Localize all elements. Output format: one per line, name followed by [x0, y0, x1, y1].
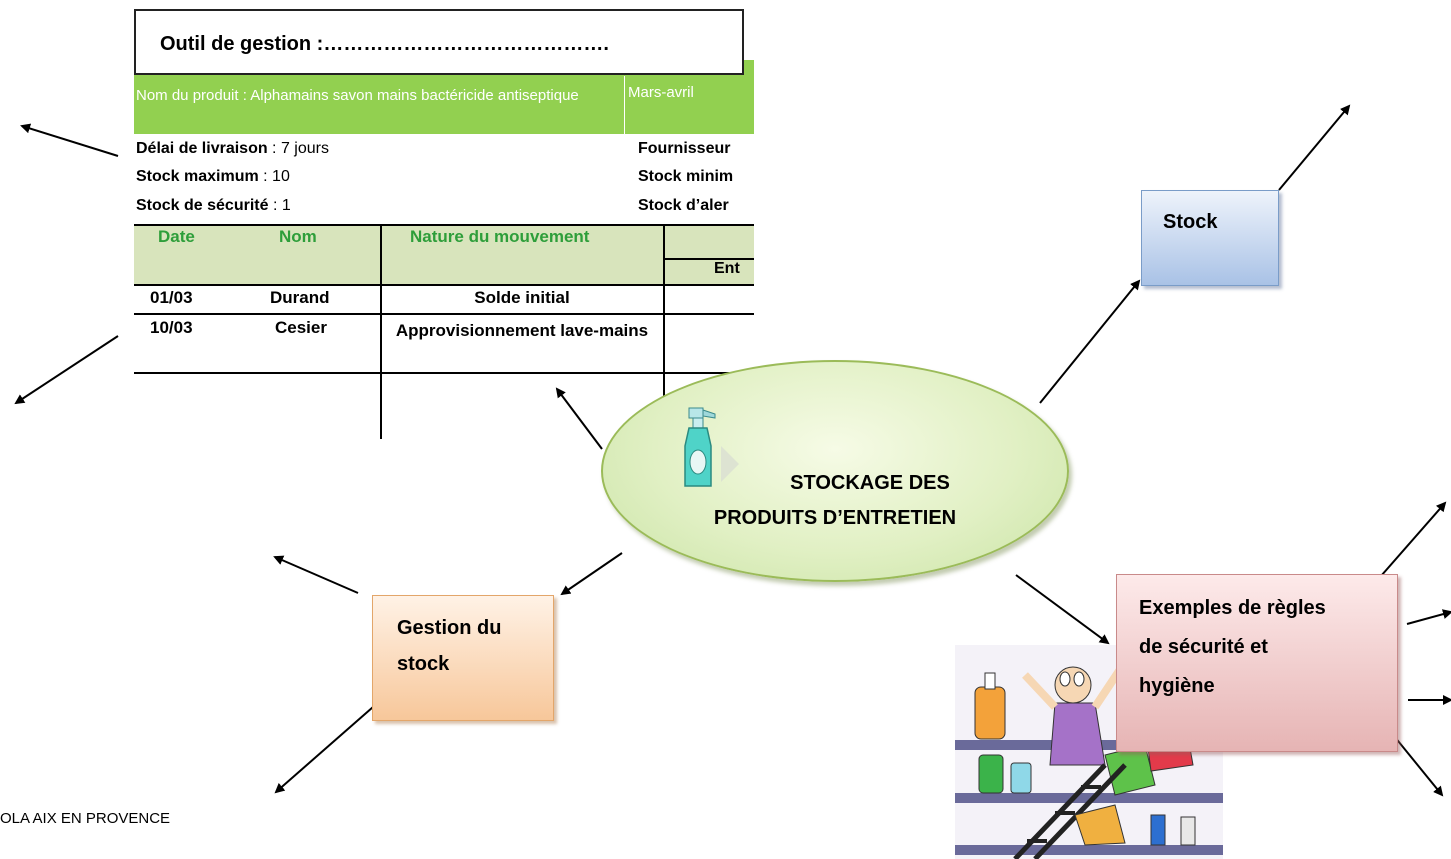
delivery-delay: Délai de livraison : 7 jours — [136, 140, 329, 157]
arrow-gestion-left — [273, 555, 359, 594]
col-entree: Ent — [714, 260, 740, 277]
arrow-regles-right-1 — [1406, 609, 1451, 625]
arrow-regles-up — [1380, 501, 1447, 577]
arrow-center-to-gestion — [560, 552, 623, 596]
tool-title-box: Outil de gestion :……………………………………. — [134, 9, 744, 75]
arrow-left-mid — [14, 335, 119, 405]
spray-bottle-icon — [684, 407, 739, 487]
stock-min-label: Stock minim — [638, 168, 734, 185]
arrow-center-to-regles — [1015, 574, 1110, 645]
row2-nom: Cesier — [275, 318, 327, 337]
grid-line — [134, 284, 754, 286]
stock-max: Stock maximum : 10 — [136, 168, 290, 185]
table-header: Date Nom Nature du mouvement Ent — [134, 224, 754, 284]
gestion-label: Gestion du stock — [397, 617, 502, 675]
grid-line — [134, 372, 754, 374]
stock-label: Stock — [1163, 211, 1218, 233]
fournisseur-label: Fournisseur — [638, 140, 731, 157]
stock-alerte-label: Stock d’aler — [638, 197, 729, 214]
grid-line — [380, 224, 382, 439]
col-date: Date — [158, 227, 195, 246]
footer-text: OLA AIX EN PROVENCE — [0, 810, 171, 827]
col-nature: Nature du mouvement — [410, 227, 590, 246]
col-nom: Nom — [279, 227, 317, 246]
row1-nature: Solde initial — [474, 288, 570, 307]
stock-securite: Stock de sécurité : 1 — [136, 197, 291, 214]
row1-date: 01/03 — [150, 288, 193, 307]
arrow-stock-up — [1278, 104, 1351, 191]
central-title-line2: PRODUITS D’ENTRETIEN — [713, 507, 957, 529]
grid-line — [664, 258, 754, 260]
arrow-center-to-table — [555, 387, 603, 450]
central-topic: STOCKAGE DES PRODUITS D’ENTRETIEN — [601, 360, 1069, 582]
grid-line — [663, 224, 665, 439]
row2-date: 10/03 — [150, 318, 193, 337]
arrow-left-top — [20, 123, 119, 157]
period-label: Mars-avril — [628, 84, 694, 101]
grid-line — [134, 313, 754, 315]
regles-label: Exemples de règles de sécurité et hygièn… — [1139, 597, 1326, 697]
gestion-stock-box: Gestion du stock — [372, 595, 554, 721]
stock-box: Stock — [1141, 190, 1279, 286]
central-title-line1: STOCKAGE DES — [790, 472, 950, 494]
row1-nom: Durand — [270, 288, 330, 307]
row2-nature: Approvisionnement lave-mains — [395, 321, 649, 340]
header-separator — [624, 76, 625, 134]
arrow-gestion-down — [274, 699, 382, 794]
arrow-center-to-stock — [1039, 279, 1141, 404]
arrow-regles-down — [1393, 735, 1444, 797]
product-name: Nom du produit : Alphamains savon mains … — [136, 87, 579, 104]
grid-line — [134, 224, 754, 226]
tool-title: Outil de gestion :……………………………………. — [160, 33, 609, 55]
regles-securite-box: Exemples de règles de sécurité et hygièn… — [1116, 574, 1398, 752]
